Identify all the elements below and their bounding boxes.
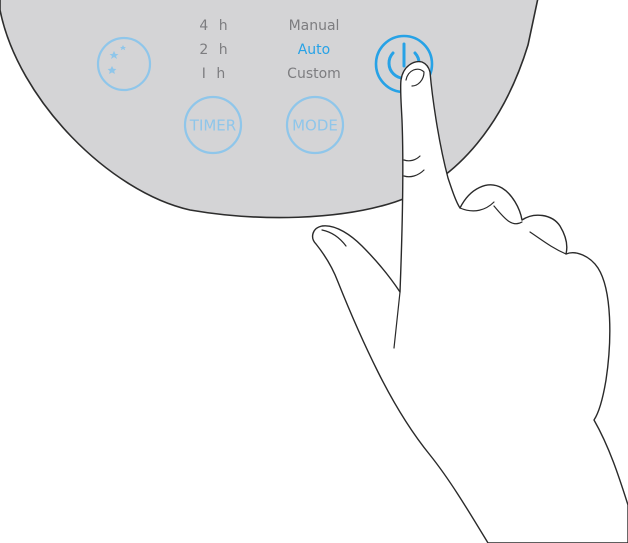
mode-button-label: MODE (292, 117, 338, 135)
mode-option-manual[interactable]: Manual (289, 18, 340, 34)
control-panel (0, 0, 538, 218)
timer-button-label: TIMER (189, 117, 236, 135)
timer-option-2h[interactable]: 2 h (199, 42, 230, 58)
mode-option-custom[interactable]: Custom (287, 66, 341, 82)
mode-option-auto[interactable]: Auto (298, 42, 331, 58)
timer-options: 4 h 2 h I h (199, 18, 230, 82)
timer-option-1h[interactable]: I h (202, 66, 228, 82)
timer-option-4h[interactable]: 4 h (199, 18, 230, 34)
